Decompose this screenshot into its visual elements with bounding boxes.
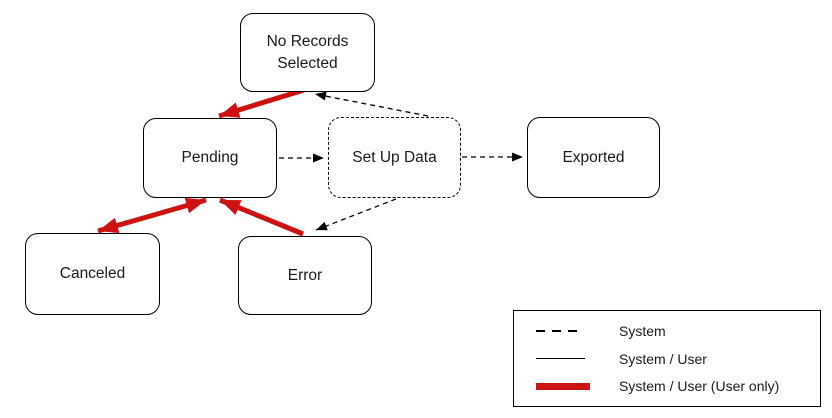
node-error: Error [238,236,372,315]
node-exported: Exported [527,117,660,198]
node-canceled-label: Canceled [59,265,126,283]
edge-no-records-selected-to-pending-arrow [218,87,305,119]
node-set-up-data-label: Set Up Data [352,148,437,166]
node-no-records-selected: No Records Selected [240,13,375,92]
legend-box: System System / User System / User (User… [513,310,821,407]
legend-row-system-user-only: System / User (User only) [536,372,820,400]
node-error-label: Error [287,266,323,284]
node-canceled: Canceled [25,233,160,315]
legend-row-system: System [536,317,820,345]
edge-set-up-data-to-no-records-selected-arrow [314,91,429,117]
edge-pending-canceled-bidirectional-arrow [97,197,207,234]
edge-error-to-pending-arrow [219,197,304,237]
node-pending-label: Pending [181,149,239,167]
legend-row-system-user: System / User [536,345,820,373]
node-exported-label: Exported [562,148,625,166]
node-no-records-selected-label: No Records Selected [266,32,349,72]
legend-label-system: System [619,322,666,339]
node-set-up-data: Set Up Data [328,117,461,198]
legend-dashed-line-swatch [536,329,582,332]
legend-label-system-user: System / User [619,350,707,367]
node-pending: Pending [143,118,277,198]
edge-set-up-data-to-error-arrow [315,198,397,231]
legend-thick-red-line-swatch [536,382,590,390]
legend-solid-line-swatch [536,357,585,360]
legend-label-system-user-only: System / User (User only) [619,378,780,395]
